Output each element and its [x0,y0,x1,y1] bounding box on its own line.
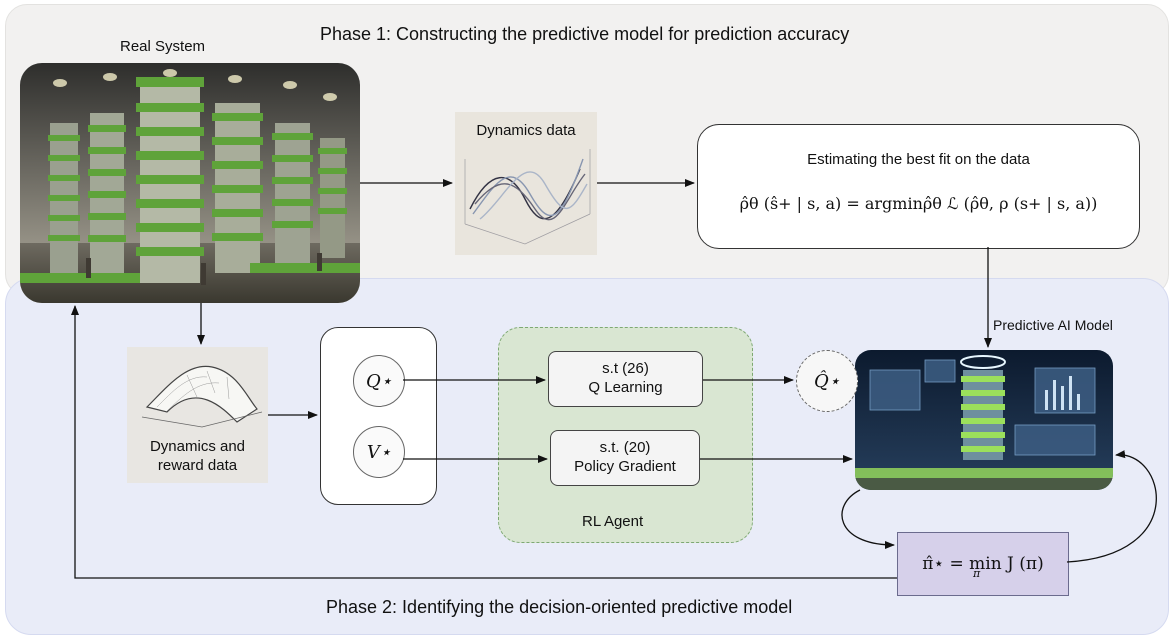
reward-data-line2: reward data [157,457,238,474]
q-learning-ref: s.t (26) [602,360,649,377]
dynamics-curves-icon [464,149,591,245]
policy-optimization-box: π̂⋆ = min J (π) [897,532,1069,596]
policy-formula: π̂⋆ = min J (π) [922,554,1044,574]
policy-gradient-label: Policy Gradient [574,458,676,475]
estimation-title: Estimating the best fit on the data [807,151,1030,168]
dynamics-data-card: Dynamics data [455,112,597,255]
dynamics-data-label: Dynamics data [476,122,576,139]
predictive-model-image [855,350,1113,490]
policy-subscript: π [973,567,981,580]
q-star-node: Q⋆ [353,355,405,407]
phase1-title: Phase 1: Constructing the predictive mod… [320,24,850,44]
reward-surface-icon [141,365,263,428]
q-learning-label: Q Learning [588,379,663,396]
reward-data-card: Dynamics and reward data [127,347,268,483]
q-learning-box: s.t (26) Q Learning [548,351,703,407]
q-hat-node: Q̂⋆ [796,350,858,412]
real-system-label: Real System [120,38,206,55]
policy-gradient-ref: s.t. (20) [599,439,651,456]
estimation-formula: ρ̂θ (ŝ+ | s, a) = argminρ̂θ ℒ (ρ̂θ, ρ (s… [739,194,1098,213]
v-star-node: V⋆ [353,426,405,478]
phase2-title: Phase 2: Identifying the decision-orient… [326,597,793,617]
reward-data-line1: Dynamics and [149,438,246,455]
predictive-model-label: Predictive AI Model [993,317,1113,333]
rl-agent-label: RL Agent [582,513,644,530]
real-system-image [20,63,360,303]
policy-gradient-box: s.t. (20) Policy Gradient [550,430,700,486]
estimation-box: Estimating the best fit on the data ρ̂θ … [697,124,1140,249]
